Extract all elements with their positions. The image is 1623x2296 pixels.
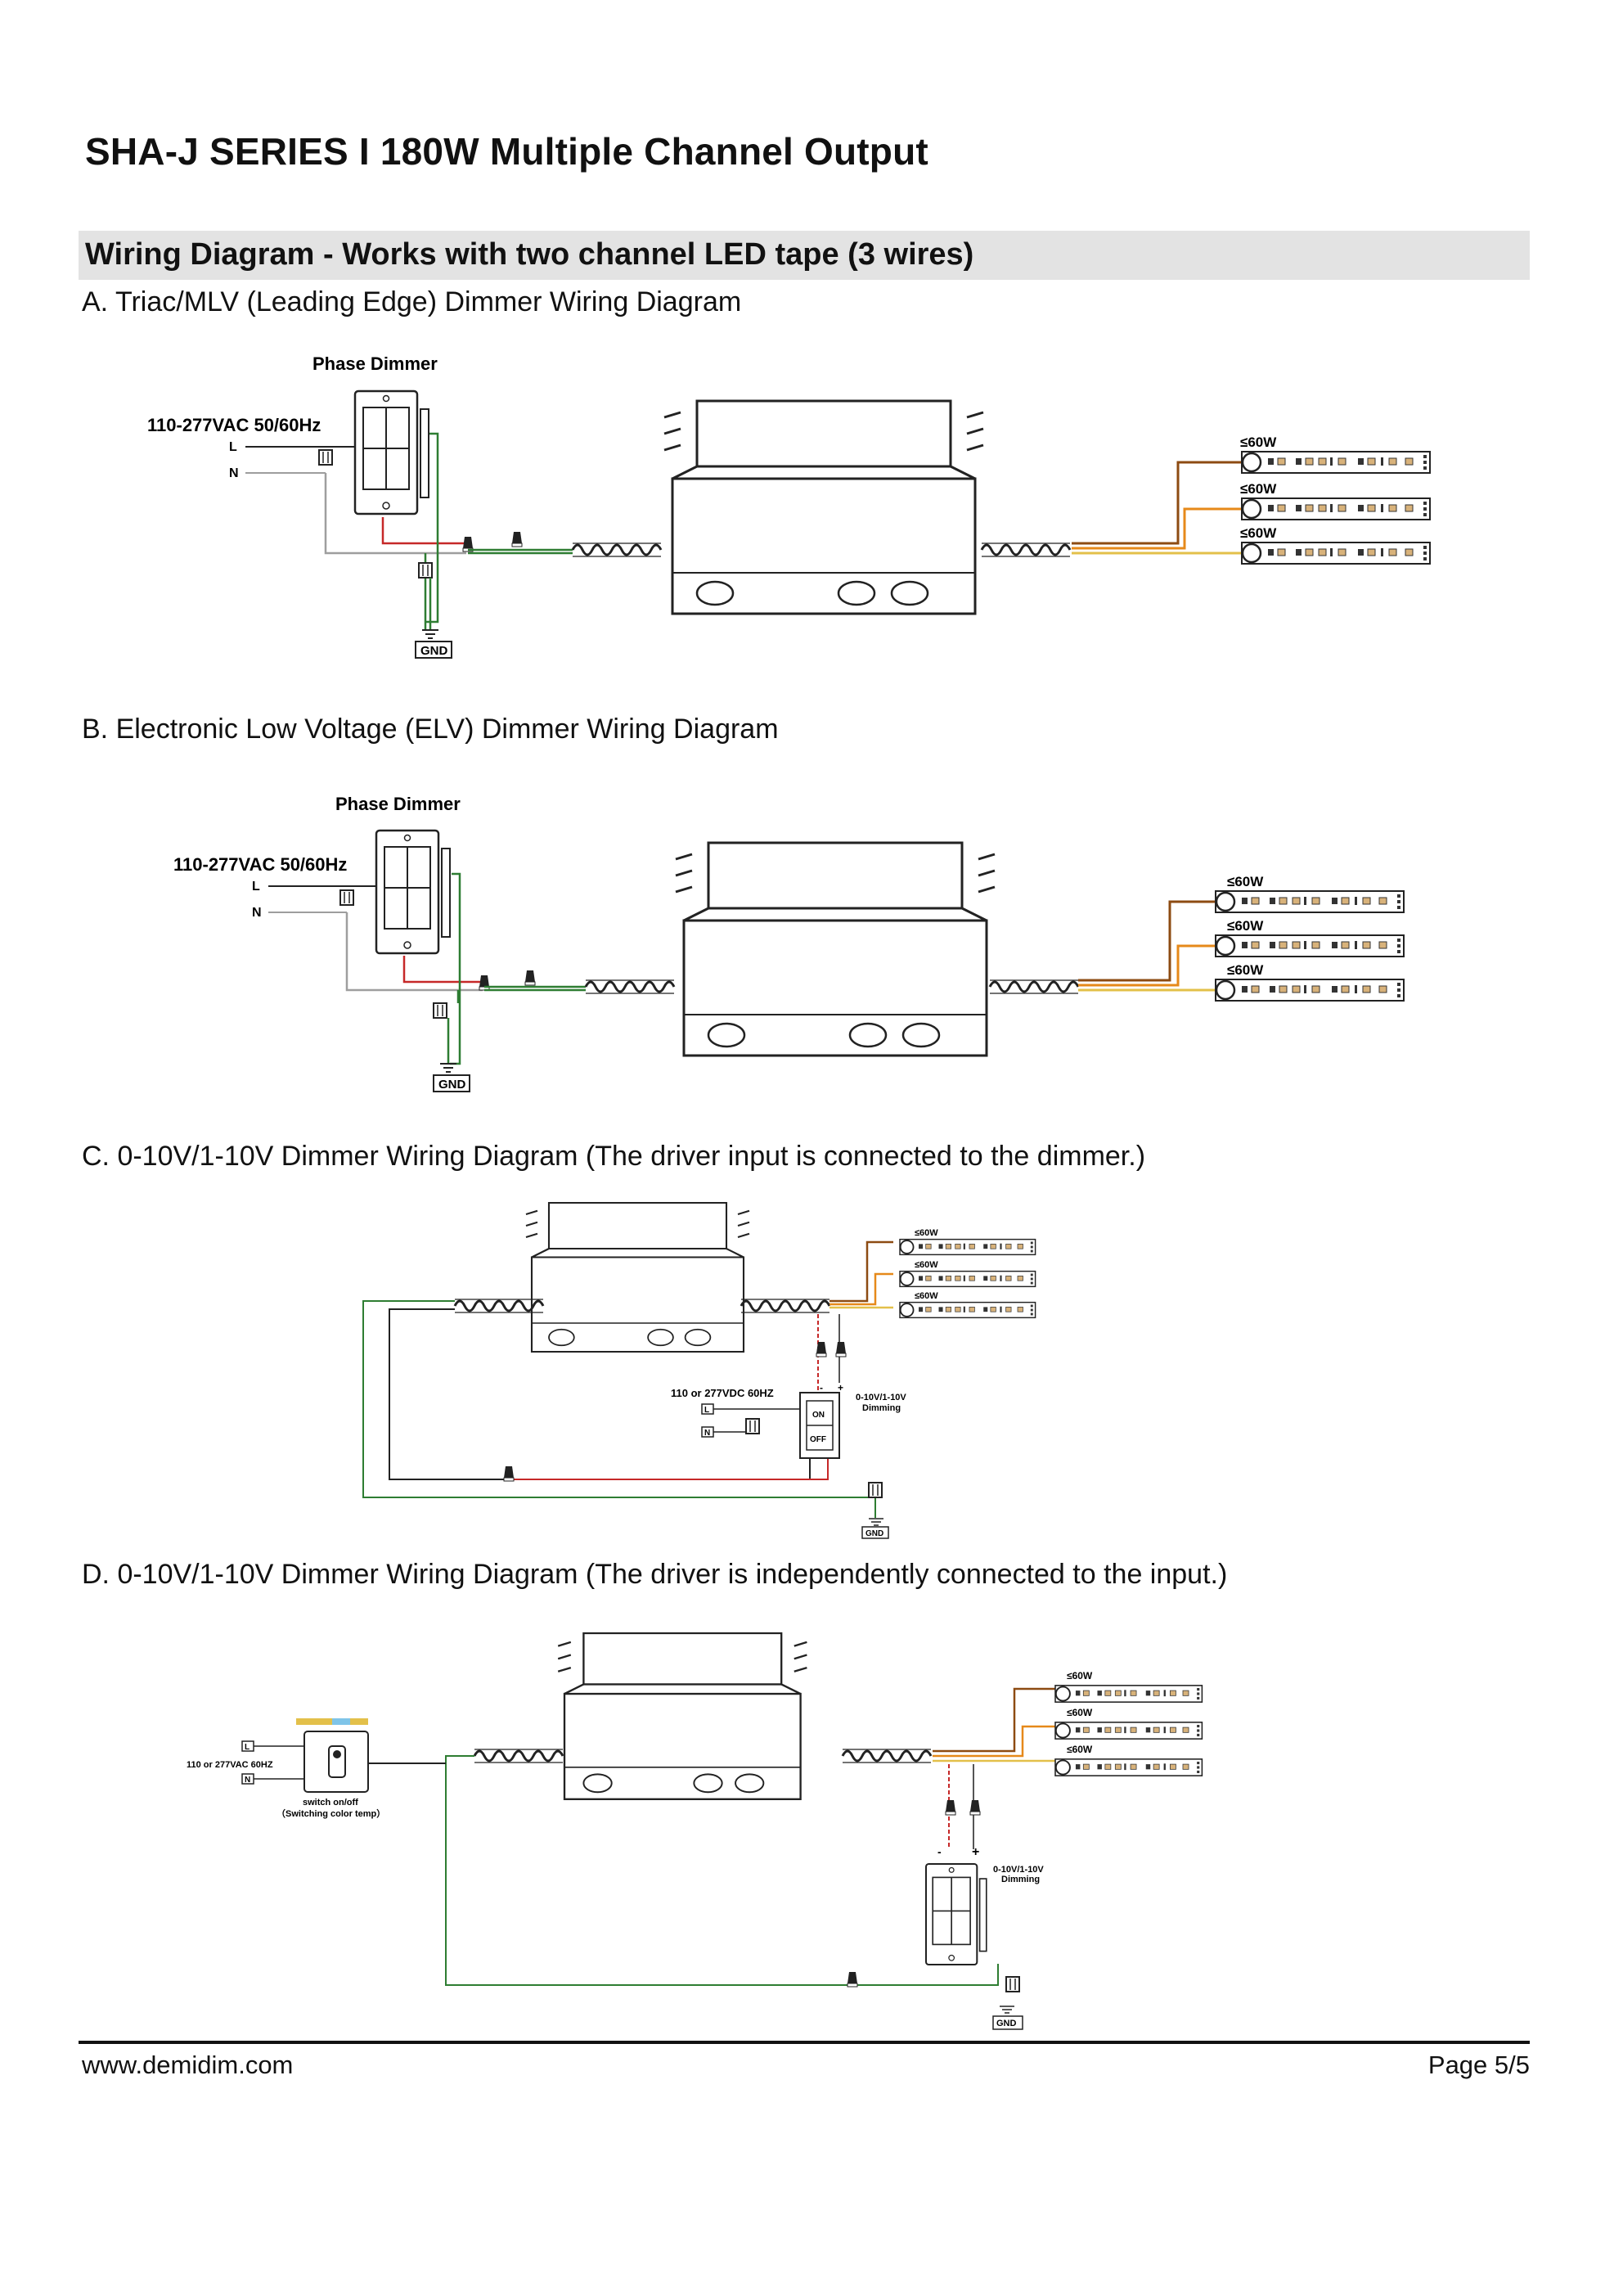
neutral-label: N <box>704 1429 710 1438</box>
led-strip-3 <box>1054 1758 1203 1777</box>
gnd-label: GND <box>865 1529 883 1538</box>
led-strip-1 <box>1214 889 1405 914</box>
caption-b: B. Electronic Low Voltage (ELV) Dimmer W… <box>82 714 779 745</box>
terminal-block <box>745 1418 760 1434</box>
input-voltage-label: 110 or 277VAC 60HZ <box>187 1760 273 1770</box>
input-voltage-label: 110-277VAC 50/60Hz <box>173 854 347 875</box>
section-title: Wiring Diagram - Works with two channel … <box>85 237 974 272</box>
input-voltage-label: 110 or 277VDC 60HZ <box>671 1387 774 1399</box>
led-strip-3 <box>899 1301 1036 1319</box>
phase-dimmer <box>375 829 452 955</box>
strip-2-wattage: ≤60W <box>915 1260 938 1270</box>
input-cable <box>571 542 663 558</box>
terminal-block <box>339 889 354 906</box>
diagram-b: Phase Dimmer 110-277VAC 50/60Hz L N GND … <box>173 794 1405 1092</box>
strip-2-wattage: ≤60W <box>1240 481 1277 497</box>
color-temp-switch <box>296 1718 369 1793</box>
ground-terminal <box>418 562 433 579</box>
strip-1-wattage: ≤60W <box>1227 874 1264 889</box>
section-header-bar <box>79 231 1530 280</box>
minus-label: - <box>937 1845 942 1858</box>
caption-d: D. 0-10V/1-10V Dimmer Wiring Diagram (Th… <box>82 1559 1228 1590</box>
strip-3-wattage: ≤60W <box>1240 525 1277 541</box>
footer-page-number: Page 5/5 <box>1427 2051 1530 2079</box>
led-strip-1 <box>899 1238 1036 1256</box>
strip-1-wattage: ≤60W <box>915 1228 938 1238</box>
neutral-label: N <box>245 1776 250 1785</box>
diagram-c: ≤60W ≤60W ≤60W 110 or 277VDC 60HZ L N - … <box>362 1201 1036 1539</box>
diagram-d: ≤60W ≤60W ≤60W - + 0-10V/1-10V Dimming G… <box>187 1632 1203 2030</box>
gnd-label: GND <box>420 644 448 658</box>
dimming-label-1: 0-10V/1-10V <box>856 1393 906 1402</box>
phase-dimmer-label: Phase Dimmer <box>335 794 461 814</box>
led-strip-2 <box>1054 1721 1203 1740</box>
dimming-label-1: 0-10V/1-10V <box>993 1865 1044 1875</box>
led-driver <box>674 841 996 1057</box>
strip-3-wattage: ≤60W <box>1067 1744 1093 1755</box>
ground-terminal <box>433 1002 447 1019</box>
input-cable <box>473 1748 564 1764</box>
input-voltage-label: 110-277VAC 50/60Hz <box>147 415 321 435</box>
led-strip-1 <box>1240 450 1432 475</box>
plus-label: + <box>838 1382 843 1393</box>
ground-terminal <box>1005 1976 1020 1992</box>
footer-website[interactable]: www.demidim.com <box>82 2051 294 2079</box>
input-cable <box>584 979 676 995</box>
led-driver <box>524 1201 751 1353</box>
switch-label-2: （Switching color temp） <box>276 1808 385 1819</box>
ground-terminal <box>868 1482 883 1498</box>
strip-3-wattage: ≤60W <box>915 1291 938 1301</box>
gnd-label: GND <box>438 1078 466 1092</box>
0-10v-dimmer <box>924 1862 987 1966</box>
strip-3-wattage: ≤60W <box>1227 962 1264 978</box>
gnd-label: GND <box>996 2019 1017 2028</box>
output-cable <box>740 1298 831 1314</box>
diagram-a: Phase Dimmer 110-277VAC 50/60Hz L N GND … <box>147 353 1432 659</box>
output-cable <box>988 979 1080 995</box>
led-strip-3 <box>1214 978 1405 1002</box>
strip-2-wattage: ≤60W <box>1227 918 1264 934</box>
line-label: L <box>229 440 237 454</box>
minus-label: - <box>820 1382 823 1393</box>
terminal-block <box>318 449 333 466</box>
line-label: L <box>245 1743 250 1752</box>
line-label: L <box>252 880 260 894</box>
led-strip-2 <box>1214 934 1405 958</box>
document-title: SHA-J SERIES I 180W Multiple Channel Out… <box>85 130 928 173</box>
strip-1-wattage: ≤60W <box>1067 1670 1093 1681</box>
phase-dimmer <box>353 389 430 515</box>
led-driver <box>663 399 985 615</box>
led-strip-1 <box>1054 1684 1203 1704</box>
phase-dimmer-label: Phase Dimmer <box>312 353 438 374</box>
line-label: L <box>704 1406 709 1415</box>
on-label: ON <box>812 1411 825 1420</box>
switch-label-1: switch on/off <box>303 1798 358 1808</box>
caption-c: C. 0-10V/1-10V Dimmer Wiring Diagram (Th… <box>82 1141 1146 1172</box>
dimming-label-2: Dimming <box>862 1403 901 1413</box>
dimming-label-2: Dimming <box>1001 1875 1040 1884</box>
caption-a: A. Triac/MLV (Leading Edge) Dimmer Wirin… <box>82 286 742 317</box>
led-strip-2 <box>899 1270 1036 1288</box>
0-10v-dimmer: ON OFF <box>799 1392 840 1459</box>
led-strip-3 <box>1240 541 1432 565</box>
plus-label: + <box>972 1845 979 1859</box>
neutral-label: N <box>229 466 239 480</box>
footer-rule <box>79 2041 1530 2044</box>
off-label: OFF <box>810 1435 826 1444</box>
input-cable <box>453 1298 545 1314</box>
strip-1-wattage: ≤60W <box>1240 434 1277 450</box>
output-cable <box>980 542 1072 558</box>
output-cable <box>841 1748 933 1764</box>
neutral-label: N <box>252 906 262 920</box>
led-driver <box>557 1632 808 1800</box>
strip-2-wattage: ≤60W <box>1067 1707 1093 1718</box>
led-strip-2 <box>1240 497 1432 521</box>
